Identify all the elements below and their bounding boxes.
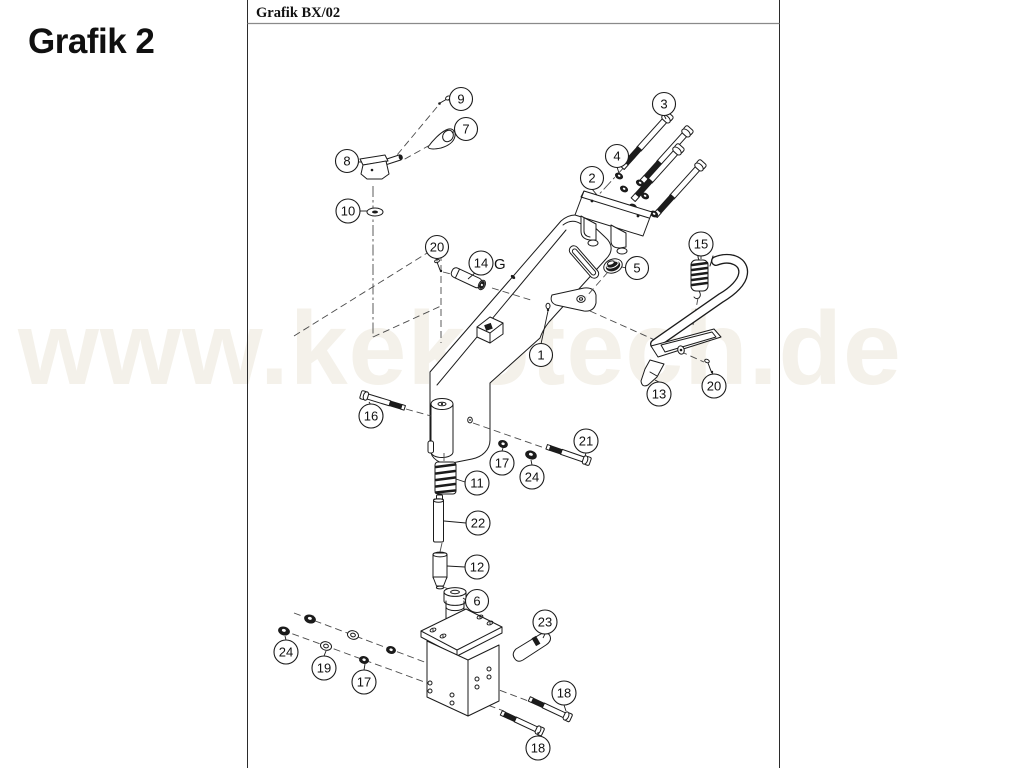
arm-tab [550, 287, 597, 312]
callout-21: 21 [573, 428, 599, 454]
svg-text:16: 16 [364, 409, 378, 424]
svg-text:17: 17 [357, 675, 371, 690]
callout-22: 22 [465, 510, 491, 536]
callout-2: 2 [579, 165, 605, 191]
svg-text:1: 1 [537, 348, 544, 363]
part-3-bolts [591, 110, 708, 220]
svg-text:24: 24 [525, 470, 539, 485]
svg-text:10: 10 [341, 204, 355, 219]
callout-9: 9 [448, 86, 474, 112]
page-title: Grafik 2 [28, 22, 155, 61]
callout-16: 16 [358, 403, 384, 429]
callout-14: 14 [468, 250, 494, 276]
plate-holes [429, 614, 494, 639]
callout-19: 19 [311, 655, 337, 681]
part-7-knob [427, 128, 456, 150]
svg-text:7: 7 [462, 122, 469, 137]
callout-14-suffix: G [494, 256, 506, 273]
callout-24-upper: 24 [519, 464, 545, 490]
part-10-washer [366, 207, 384, 217]
base-bracket [420, 608, 503, 717]
callout-13: 13 [646, 381, 672, 407]
svg-text:18: 18 [531, 741, 545, 756]
callout-5: 5 [624, 255, 650, 281]
callout-6: 6 [464, 588, 490, 614]
part-12-sleeve [432, 551, 452, 591]
svg-text:22: 22 [471, 516, 485, 531]
frame: Grafik BX/02 [247, 0, 780, 768]
callout-7: 7 [453, 116, 479, 142]
callout-18-lower: 18 [525, 735, 551, 761]
callout-10: 10 [335, 198, 361, 224]
svg-text:2: 2 [588, 171, 595, 186]
callout-1: 1 [528, 342, 554, 368]
svg-text:3: 3 [660, 97, 667, 112]
part-13-handle [589, 253, 749, 387]
svg-text:18: 18 [557, 686, 571, 701]
arm-clip [476, 316, 504, 344]
svg-text:15: 15 [694, 237, 708, 252]
svg-text:20: 20 [707, 379, 721, 394]
callout-17-lower: 17 [351, 669, 377, 695]
cap-axis-line [585, 271, 609, 298]
callout-17-upper: 17 [489, 450, 515, 476]
svg-text:24: 24 [279, 645, 293, 660]
callout-24-lower: 24 [273, 639, 299, 665]
ghost-projection-lines [293, 186, 442, 343]
part-23-wedge [512, 632, 551, 662]
frame-header: Grafik BX/02 [256, 5, 340, 21]
svg-text:19: 19 [317, 661, 331, 676]
part-14-pin [434, 258, 535, 302]
svg-text:11: 11 [470, 476, 484, 491]
svg-text:6: 6 [473, 594, 480, 609]
callouts: 9 7 8 10 3 4 2 20 14 G 5 15 1 13 20 16 2… [273, 86, 727, 761]
callout-leaders [284, 99, 714, 736]
part-8-lever [359, 106, 438, 180]
svg-text:23: 23 [538, 615, 552, 630]
part-1-main-arm [427, 214, 612, 464]
part-16-bolt [358, 389, 432, 417]
callout-18-upper: 18 [551, 680, 577, 706]
arm-slot [568, 245, 600, 279]
callout-8: 8 [334, 148, 360, 174]
svg-text:12: 12 [470, 560, 484, 575]
box-holes [427, 666, 492, 706]
part-5-cap [603, 258, 623, 274]
callout-3: 3 [651, 91, 677, 117]
svg-text:21: 21 [579, 434, 593, 449]
svg-text:14: 14 [474, 256, 488, 271]
callout-4: 4 [604, 143, 630, 169]
part-22-rod [433, 494, 444, 553]
part-21-bolt-axis [472, 422, 593, 467]
callout-20-upper: 20 [424, 234, 450, 260]
callout-23: 23 [532, 609, 558, 635]
svg-text:9: 9 [457, 92, 464, 107]
part-11-spring [434, 453, 457, 495]
svg-text:5: 5 [633, 261, 640, 276]
part-2-bracket [574, 190, 653, 255]
callout-20-right: 20 [701, 373, 727, 399]
svg-text:17: 17 [495, 456, 509, 471]
svg-text:8: 8 [343, 154, 350, 169]
svg-text:4: 4 [613, 149, 620, 164]
callout-12: 12 [464, 554, 490, 580]
svg-text:13: 13 [652, 387, 666, 402]
callout-11: 11 [464, 470, 490, 496]
callout-15: 15 [688, 231, 714, 257]
svg-text:20: 20 [430, 240, 444, 255]
